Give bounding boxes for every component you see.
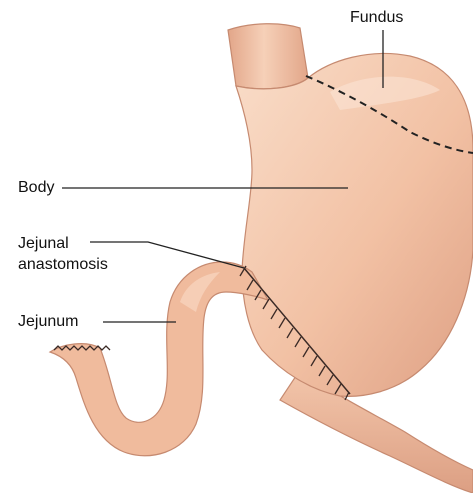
jejunum-label: Jejunum — [18, 312, 78, 331]
esophagus — [228, 24, 308, 89]
jejunal-anastomosis-label-line2: anastomosis — [18, 255, 108, 274]
jejunal-anastomosis-label-line1: Jejunal — [18, 234, 69, 253]
fundus-label: Fundus — [350, 8, 403, 27]
jejunum-loop — [50, 262, 268, 456]
body-label: Body — [18, 178, 54, 197]
